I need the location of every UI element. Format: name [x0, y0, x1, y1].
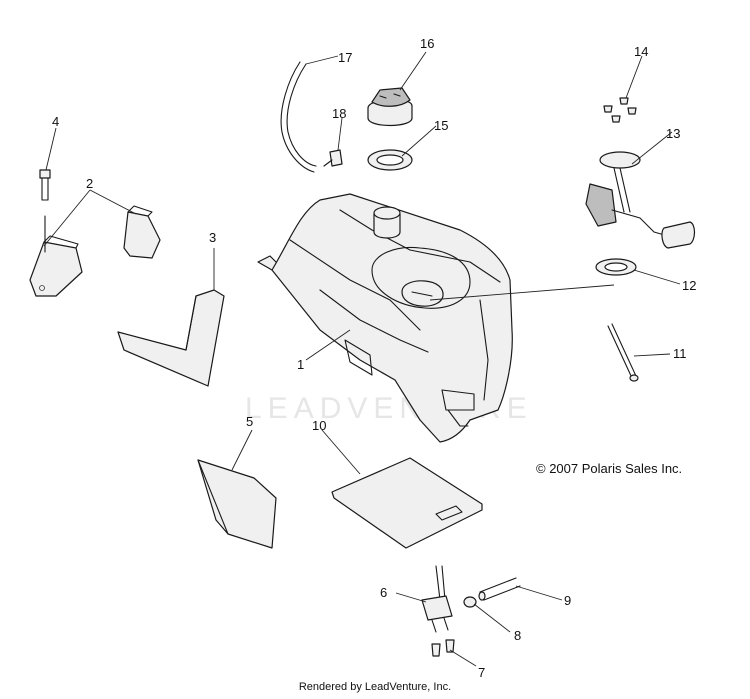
callout-labels: 1 2 3 4 5 6 7 8 9 10 11 12 13 14 15 16 1… [52, 36, 696, 680]
valve-screws[interactable] [431, 639, 455, 657]
foam-pad-bent[interactable] [117, 289, 225, 387]
plug[interactable] [463, 596, 477, 608]
screw-set[interactable] [603, 97, 637, 123]
rod[interactable] [607, 323, 639, 382]
callout-5: 5 [246, 414, 253, 429]
callout-1: 1 [297, 357, 304, 372]
callout-8: 8 [514, 628, 521, 643]
callout-10: 10 [312, 418, 326, 433]
rendered-by-text: Rendered by LeadVenture, Inc. [298, 681, 452, 693]
leader-lines [43, 51, 681, 667]
callout-9: 9 [564, 593, 571, 608]
callout-7: 7 [478, 665, 485, 680]
callout-11: 11 [673, 346, 687, 361]
mounting-bracket[interactable] [29, 205, 161, 297]
vent-hose[interactable] [280, 61, 317, 173]
fuel-valve[interactable] [421, 565, 453, 633]
callout-17: 17 [338, 50, 352, 65]
fuel-pump-assembly[interactable] [585, 151, 696, 249]
fuel-tank[interactable] [257, 193, 513, 443]
tank-panel[interactable] [331, 457, 483, 549]
callout-2: 2 [86, 176, 93, 191]
cap-gasket[interactable] [367, 149, 413, 171]
callout-4: 4 [52, 114, 59, 129]
callout-13: 13 [666, 126, 680, 141]
callout-6: 6 [380, 585, 387, 600]
fuel-line[interactable] [478, 577, 521, 601]
copyright-text: © 2007 Polaris Sales Inc. [536, 461, 683, 476]
callout-12: 12 [682, 278, 696, 293]
pump-gasket[interactable] [595, 258, 637, 276]
callout-14: 14 [634, 44, 648, 59]
callout-16: 16 [420, 36, 434, 51]
callout-18: 18 [332, 106, 346, 121]
hose-clip[interactable] [323, 149, 343, 167]
fuel-cap[interactable] [367, 87, 413, 127]
bolt[interactable] [39, 169, 51, 253]
callout-15: 15 [434, 118, 448, 133]
callout-3: 3 [209, 230, 216, 245]
foam-pad-flat[interactable] [197, 459, 277, 549]
